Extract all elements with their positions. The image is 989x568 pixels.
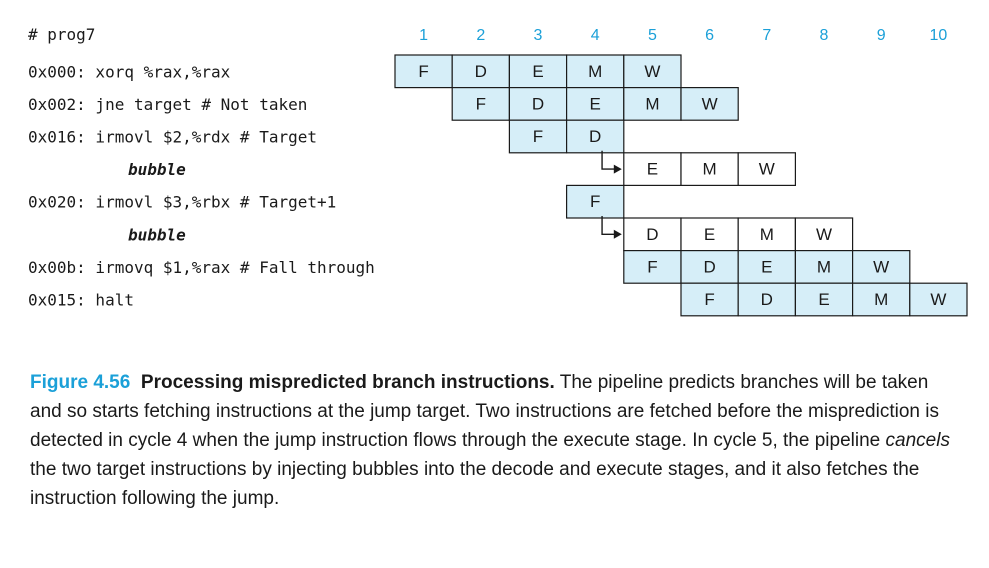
svg-text:E: E: [761, 257, 772, 276]
svg-text:M: M: [760, 225, 774, 244]
caption-text-2: the two target instructions by injecting…: [30, 459, 920, 509]
stage-cell: E: [680, 217, 739, 252]
cycle-header: 1 2 3 4 5 6 7 8 9 10: [419, 27, 947, 44]
cycle-number: 6: [705, 27, 714, 44]
stage-cell: D: [623, 217, 682, 252]
cycle-number: 2: [476, 27, 485, 44]
figure-title: Processing mispredicted branch instructi…: [140, 372, 555, 393]
stage-cell: F: [623, 250, 682, 284]
svg-text:M: M: [703, 160, 717, 179]
caption-emphasis: cancels: [885, 430, 950, 451]
stage-cell: E: [623, 152, 682, 187]
bubble-arrow: [601, 150, 622, 174]
cycle-number: 8: [820, 27, 829, 44]
svg-text:E: E: [704, 225, 715, 244]
bubble-label: bubble: [128, 160, 186, 179]
stage-cell: D: [508, 86, 568, 121]
cycle-number: 4: [591, 27, 600, 44]
svg-text:E: E: [647, 160, 658, 179]
svg-text:M: M: [645, 94, 659, 113]
svg-text:W: W: [644, 62, 660, 81]
instruction-label: 0x020: irmovl $3,%rbx # Target+1: [28, 193, 336, 212]
svg-text:E: E: [818, 290, 829, 309]
cycle-number: 5: [648, 27, 657, 44]
stage-cell: F: [394, 54, 453, 89]
stage-cell: D: [565, 119, 625, 154]
stage-cell: M: [623, 86, 682, 121]
instruction-label: 0x00b: irmovq $1,%rax # Fall through: [28, 258, 375, 277]
instruction-label: 0x015: halt: [28, 291, 134, 310]
svg-text:W: W: [816, 225, 832, 244]
svg-text:D: D: [532, 94, 544, 113]
svg-text:W: W: [702, 94, 718, 113]
svg-text:F: F: [533, 127, 543, 146]
stage-cell: W: [680, 86, 739, 121]
stage-cell: W: [851, 250, 911, 284]
stage-cell: W: [909, 282, 968, 317]
bubble-label: bubble: [128, 225, 186, 244]
instruction-label: 0x002: jne target # Not taken: [28, 95, 307, 114]
stage-cell: M: [565, 54, 625, 89]
stage-cell: F: [508, 119, 568, 154]
instruction-labels: 0x000: xorq %rax,%rax 0x002: jne target #…: [28, 62, 375, 309]
svg-text:D: D: [646, 225, 658, 244]
cycle-number: 9: [877, 27, 886, 44]
stage-cell: D: [680, 250, 739, 284]
stage-cell: D: [737, 282, 797, 317]
stage-cell: F: [451, 86, 511, 121]
svg-text:W: W: [930, 290, 946, 309]
svg-text:M: M: [588, 62, 602, 81]
stage-cell: W: [623, 54, 682, 89]
stage-cell: W: [737, 152, 797, 187]
svg-text:D: D: [761, 290, 773, 309]
pipeline-diagram: # prog7 1 2 3 4 5 6 7 8 9 10 0x000: xorq %rax,%ra…: [28, 25, 968, 317]
svg-text:D: D: [703, 257, 715, 276]
cycle-number: 3: [534, 27, 543, 44]
svg-text:M: M: [817, 257, 831, 276]
instruction-label: 0x000: xorq %rax,%rax: [28, 62, 231, 81]
stage-cell: F: [680, 282, 739, 317]
stage-cell: W: [794, 217, 854, 252]
program-label: # prog7: [28, 25, 95, 44]
stage-cell: D: [451, 54, 511, 89]
svg-text:F: F: [647, 257, 657, 276]
cycle-number: 10: [930, 27, 948, 44]
stage-cell: M: [794, 250, 854, 284]
svg-text:E: E: [532, 62, 543, 81]
stage-cell: E: [508, 54, 568, 89]
stage-cell: F: [565, 184, 625, 219]
bubble-arrow: [601, 216, 622, 239]
svg-text:D: D: [589, 127, 601, 146]
svg-text:D: D: [475, 62, 487, 81]
svg-text:F: F: [704, 290, 714, 309]
figure-number: Figure 4.56: [30, 372, 131, 393]
svg-text:W: W: [873, 257, 889, 276]
stage-cell: E: [565, 86, 625, 121]
svg-text:F: F: [590, 192, 600, 211]
figure-caption: Figure 4.56 Processing mispredicted bran…: [30, 368, 965, 513]
stage-cell: M: [737, 217, 797, 252]
svg-text:E: E: [590, 94, 601, 113]
svg-text:F: F: [476, 94, 486, 113]
cycle-number: 1: [419, 27, 428, 44]
cycle-number: 7: [762, 27, 771, 44]
stage-cell: E: [737, 250, 797, 284]
svg-text:F: F: [418, 62, 428, 81]
svg-text:W: W: [759, 160, 775, 179]
svg-text:M: M: [874, 290, 888, 309]
stage-cell: M: [680, 152, 739, 187]
instruction-label: 0x016: irmovl $2,%rdx # Target: [28, 128, 317, 147]
stage-cell: E: [794, 282, 854, 317]
stage-cell: M: [851, 282, 911, 317]
caption-text-1: The pipeline predicts branches will be t…: [30, 372, 939, 451]
